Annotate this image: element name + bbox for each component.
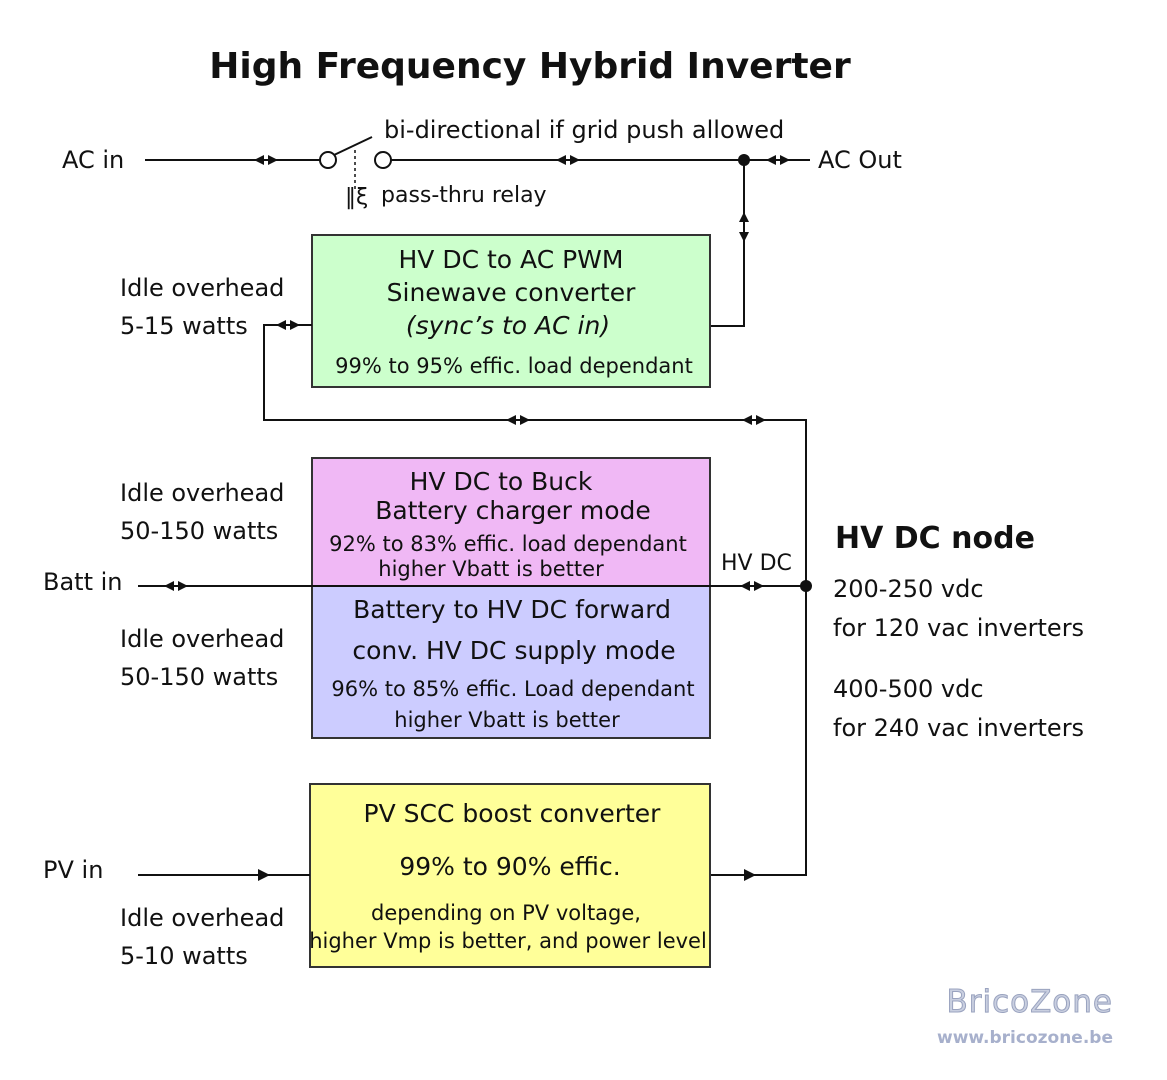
bus-top-bidir-arrow-2 — [742, 415, 766, 425]
diagram-title: High Frequency Hybrid Inverter — [209, 46, 851, 87]
charger-line3: 92% to 83% effic. load dependant — [329, 532, 687, 556]
watermark-url: www.bricozone.be — [937, 1028, 1113, 1048]
pv-box — [309, 783, 711, 968]
hvdc-node-line1: 200-250 vdc — [833, 575, 984, 603]
pv-dc-wire — [710, 586, 807, 876]
hvdc-node-line4: for 240 vac inverters — [833, 714, 1084, 742]
hvdc-node-line2: for 120 vac inverters — [833, 614, 1084, 642]
forward-box — [311, 585, 711, 739]
pv-in-label: PV in — [43, 856, 103, 884]
ac-out-label: AC Out — [818, 146, 902, 174]
hvdc-bidir-arrow — [740, 581, 764, 591]
charger-line4: higher Vbatt is better — [378, 557, 604, 581]
inverter-line4: 99% to 95% effic. load dependant — [335, 354, 693, 378]
relay-label: pass-thru relay — [381, 183, 547, 208]
charger-line2: Battery charger mode — [375, 496, 651, 525]
pv-line2: 99% to 90% effic. — [399, 852, 620, 881]
charger-idle-line1: Idle overhead — [120, 479, 284, 507]
inverter-idle-line1: Idle overhead — [120, 274, 284, 302]
pv-line3: depending on PV voltage, — [371, 901, 641, 925]
forward-idle-line2: 50-150 watts — [120, 663, 278, 691]
inverter-line2: Sinewave converter — [387, 278, 636, 307]
inverter-dc-bidir-arrow — [276, 320, 300, 330]
forward-line2: conv. HV DC supply mode — [352, 636, 675, 665]
ac-mid-bidir-arrow — [556, 155, 580, 165]
forward-line4: higher Vbatt is better — [394, 708, 620, 732]
ac-in-label: AC in — [62, 146, 124, 174]
charger-idle-line2: 50-150 watts — [120, 517, 278, 545]
pv-idle-line1: Idle overhead — [120, 904, 284, 932]
batt-in-label: Batt in — [43, 568, 123, 596]
hvdc-node-line3: 400-500 vdc — [833, 675, 984, 703]
ac-out-bidir-arrow — [766, 155, 790, 165]
charger-box — [311, 457, 711, 587]
relay-coil-symbol: ‖ξ — [345, 185, 368, 210]
pv-out-arrow — [744, 869, 756, 881]
pv-line4: higher Vmp is better, and power level — [309, 929, 707, 953]
pv-idle-line2: 5-10 watts — [120, 942, 248, 970]
inverter-ac-bidir-arrow — [739, 212, 749, 242]
forward-idle-line1: Idle overhead — [120, 625, 284, 653]
inverter-idle-line2: 5-15 watts — [120, 312, 248, 340]
pass-thru-relay-switch — [319, 136, 392, 190]
hv-dc-wire-label: HV DC — [721, 551, 792, 576]
watermark-brand: BricoZone — [946, 984, 1113, 1020]
ac-in-bidir-arrow — [254, 155, 278, 165]
pv-line1: PV SCC boost converter — [364, 799, 662, 828]
forward-line3: 96% to 85% effic. Load dependant — [331, 677, 694, 701]
bidirectional-label: bi-directional if grid push allowed — [384, 116, 784, 144]
hvdc-node-title: HV DC node — [835, 521, 1035, 556]
inverter-box — [311, 234, 711, 388]
bus-top-bidir-arrow-1 — [506, 415, 530, 425]
charger-line1: HV DC to Buck — [410, 467, 593, 496]
inverter-line3: (sync’s to AC in) — [406, 311, 610, 340]
inverter-ac-wire — [710, 160, 745, 327]
inverter-line1: HV DC to AC PWM — [399, 245, 624, 274]
forward-line1: Battery to HV DC forward — [353, 595, 671, 624]
batt-bidir-arrow — [164, 581, 188, 591]
pv-in-arrow — [258, 869, 270, 881]
